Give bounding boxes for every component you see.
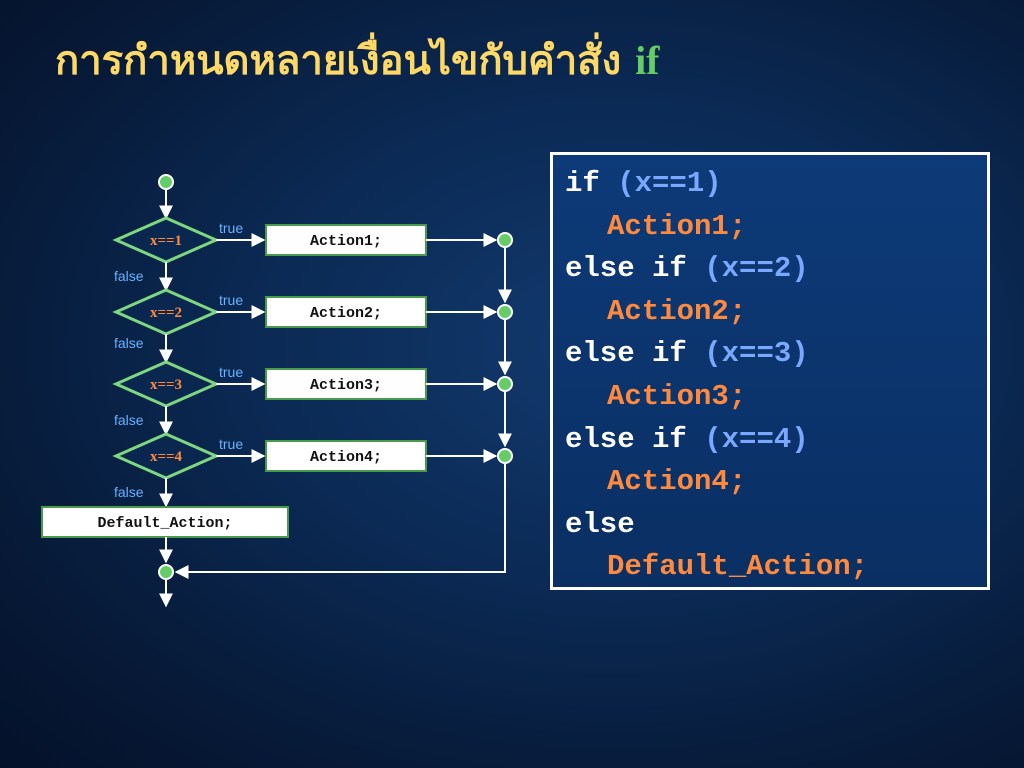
default-action-label: Default_Action; [97, 515, 232, 532]
action-box [265, 224, 427, 256]
code-line: Action1; [565, 206, 975, 249]
code-condition: (x==3) [704, 337, 809, 371]
code-keyword: else [565, 507, 635, 541]
false-label: false [114, 484, 144, 500]
code-line: Action4; [565, 461, 975, 504]
slide-title-keyword: if [635, 38, 660, 83]
code-line: else [565, 504, 975, 547]
code-line: if (x==1) [565, 163, 975, 206]
merge-connector [497, 304, 513, 320]
true-label: true [219, 220, 243, 236]
start-connector [158, 174, 174, 190]
end-connector [158, 564, 174, 580]
action-box [265, 368, 427, 400]
code-panel: if (x==1) Action1; else if (x==2) Action… [550, 152, 990, 590]
false-label: false [114, 335, 144, 351]
merge-connector [497, 232, 513, 248]
code-keyword: else if [565, 422, 705, 456]
action-label: Action1; [310, 233, 382, 250]
code-condition: (x==2) [704, 252, 809, 286]
decision-label: x==3 [150, 377, 182, 393]
false-label: false [114, 268, 144, 284]
code-line: else if (x==2) [565, 248, 975, 291]
code-keyword: else if [565, 252, 705, 286]
code-action: Action3; [607, 379, 747, 413]
code-action: Action1; [607, 209, 747, 243]
action-label: Action4; [310, 449, 382, 466]
true-label: true [219, 436, 243, 452]
false-label: false [114, 412, 144, 428]
flow-edge [174, 464, 506, 579]
code-line: else if (x==4) [565, 419, 975, 462]
code-action: Action4; [607, 465, 747, 499]
code-action: Default_Action; [607, 550, 869, 584]
code-keyword: if [565, 167, 618, 200]
default-action-box [41, 506, 289, 538]
code-condition: (x==4) [704, 422, 809, 456]
true-label: true [219, 364, 243, 380]
code-line: Action3; [565, 376, 975, 419]
decision-label: x==2 [150, 305, 182, 321]
code-keyword: else if [565, 337, 705, 371]
action-label: Action3; [310, 377, 382, 394]
decision-label: x==1 [150, 233, 182, 249]
code-line: Default_Action; [565, 546, 975, 589]
slide-title-text: การกำหนดหลายเงื่อนไขกับคำสั่ง [55, 37, 622, 84]
true-label: true [219, 292, 243, 308]
action-label: Action2; [310, 305, 382, 322]
action-box [265, 440, 427, 472]
action-box [265, 296, 427, 328]
code-action: Action2; [607, 294, 747, 328]
slide-title: การกำหนดหลายเงื่อนไขกับคำสั่ง if [55, 28, 660, 92]
decision-label: x==4 [150, 449, 183, 465]
merge-connector [497, 448, 513, 464]
code-line: else if (x==3) [565, 333, 975, 376]
merge-connector [497, 376, 513, 392]
code-line: Action2; [565, 291, 975, 334]
code-condition: (x==1) [617, 167, 722, 200]
